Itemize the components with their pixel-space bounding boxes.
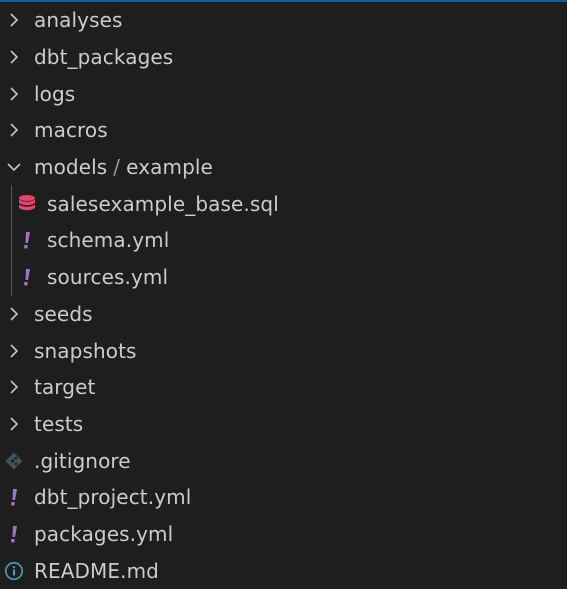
indent-guide	[11, 222, 12, 259]
file-gitignore[interactable]: .gitignore	[0, 442, 567, 479]
file-packages-yml[interactable]: packages.yml	[0, 516, 567, 553]
chevron-right-icon	[4, 376, 24, 398]
folder-label: snapshots	[34, 338, 137, 363]
yaml-icon	[17, 266, 37, 288]
file-label: salesexample_base.sql	[47, 191, 279, 216]
file-dbt-project-yml[interactable]: dbt_project.yml	[0, 479, 567, 516]
file-sources-yml[interactable]: sources.yml	[0, 258, 567, 296]
info-icon	[4, 560, 24, 582]
chevron-right-icon	[4, 46, 24, 68]
folder-macros[interactable]: macros	[0, 112, 567, 149]
folder-label-models: models	[34, 155, 108, 180]
folder-label: seeds	[34, 301, 93, 326]
git-icon	[4, 450, 24, 472]
yaml-icon	[17, 229, 37, 251]
folder-models-example[interactable]: models / example	[0, 149, 567, 186]
focus-border	[0, 0, 567, 2]
folder-analyses[interactable]: analyses	[0, 2, 567, 39]
yaml-icon	[4, 486, 24, 508]
folder-label: dbt_packages	[34, 45, 174, 70]
chevron-right-icon	[4, 83, 24, 105]
folder-label: macros	[34, 118, 108, 143]
indent-guide	[11, 185, 12, 223]
path-separator: /	[113, 155, 121, 180]
folder-dbt-packages[interactable]: dbt_packages	[0, 39, 567, 76]
folder-snapshots[interactable]: snapshots	[0, 332, 567, 369]
chevron-right-icon	[4, 303, 24, 325]
folder-logs[interactable]: logs	[0, 75, 567, 112]
folder-label-example: example	[126, 155, 213, 180]
chevron-down-icon	[4, 156, 24, 178]
database-icon	[17, 193, 37, 215]
folder-tests[interactable]: tests	[0, 406, 567, 443]
yaml-icon	[4, 523, 24, 545]
folder-label: tests	[34, 411, 84, 436]
folder-label: logs	[34, 81, 76, 106]
folder-target[interactable]: target	[0, 369, 567, 406]
indent-guide	[11, 258, 12, 296]
chevron-right-icon	[4, 413, 24, 435]
file-readme-md[interactable]: README.md	[0, 552, 567, 589]
file-label: dbt_project.yml	[34, 485, 192, 510]
folder-label: target	[34, 375, 96, 400]
file-label: packages.yml	[34, 521, 174, 546]
file-salesexample-base-sql[interactable]: salesexample_base.sql	[0, 185, 567, 223]
chevron-right-icon	[4, 9, 24, 31]
folder-seeds[interactable]: seeds	[0, 296, 567, 333]
chevron-right-icon	[4, 119, 24, 141]
file-label: schema.yml	[47, 228, 170, 253]
file-schema-yml[interactable]: schema.yml	[0, 222, 567, 259]
folder-label: analyses	[34, 8, 123, 33]
file-label: sources.yml	[47, 265, 169, 290]
file-label: .gitignore	[34, 448, 131, 473]
chevron-right-icon	[4, 340, 24, 362]
file-label: README.md	[34, 558, 159, 583]
